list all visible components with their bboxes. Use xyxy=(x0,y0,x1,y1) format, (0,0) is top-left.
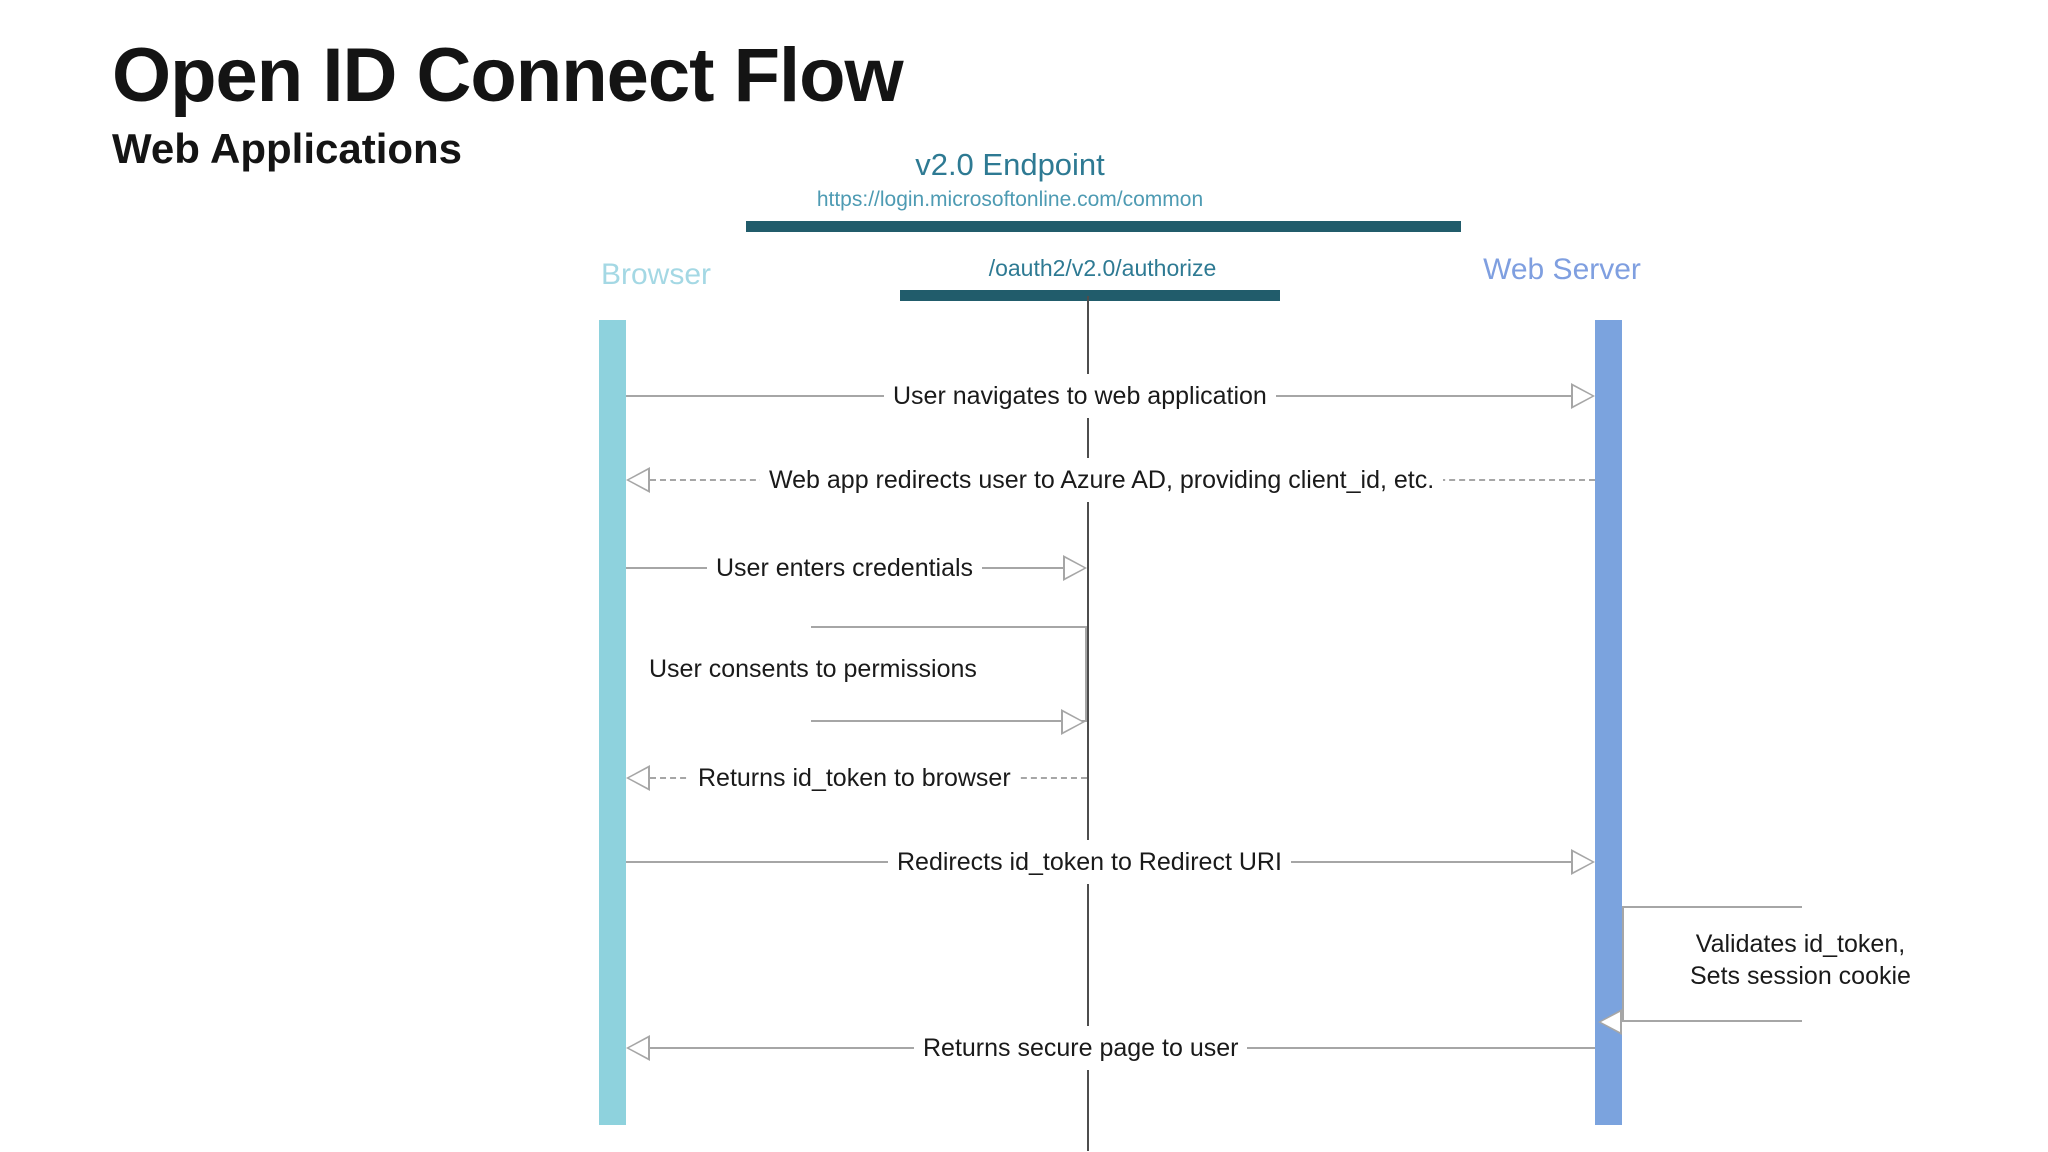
message-4-loop-frame xyxy=(811,626,1087,722)
endpoint-title: v2.0 Endpoint xyxy=(915,147,1105,182)
lane-label-webserver: Web Server xyxy=(1483,253,1641,286)
endpoint-bar-main xyxy=(746,221,1461,232)
arrowhead-right-fill-icon xyxy=(1573,852,1592,872)
page-subtitle: Web Applications xyxy=(112,125,463,172)
message-7-label: Validates id_token, Sets session cookie xyxy=(1682,928,1919,992)
lifeline-browser xyxy=(599,320,626,1125)
message-4-selfloop: User consents to permissions xyxy=(641,626,1087,735)
message-2: Web app redirects user to Azure AD, prov… xyxy=(626,458,1595,502)
arrowhead-right-fill-icon xyxy=(1065,558,1084,578)
message-1-label: User navigates to web application xyxy=(884,374,1276,418)
endpoint-header: v2.0 Endpoint https://login.microsoftonl… xyxy=(740,147,1280,212)
message-5: Returns id_token to browser xyxy=(626,756,1087,800)
arrowhead-left-fill-icon xyxy=(629,768,648,788)
message-7-loop-frame xyxy=(1622,906,1802,1022)
message-7-label-line1: Validates id_token, xyxy=(1695,930,1906,958)
message-6-label: Redirects id_token to Redirect URI xyxy=(888,840,1291,884)
message-1: User navigates to web application xyxy=(626,374,1595,418)
arrowhead-right-fill-icon xyxy=(1063,712,1082,732)
message-8-label: Returns secure page to user xyxy=(914,1026,1248,1070)
page-title: Open ID Connect Flow xyxy=(112,33,904,118)
authorize-path-label: /oauth2/v2.0/authorize xyxy=(988,255,1217,281)
arrowhead-left-fill-icon xyxy=(629,1038,648,1058)
message-8: Returns secure page to user xyxy=(626,1026,1595,1070)
message-4-label: User consents to permissions xyxy=(641,653,985,685)
title-block: Open ID Connect Flow Web Applications xyxy=(112,38,1212,170)
message-7-selfloop: Validates id_token, Sets session cookie xyxy=(1598,906,1919,1035)
endpoint-bar-authorize xyxy=(900,290,1280,301)
lifeline-webserver xyxy=(1595,320,1622,1125)
arrowhead-left-fill-icon xyxy=(629,470,648,490)
endpoint-url: https://login.microsoftonline.com/common xyxy=(816,188,1204,212)
message-3-label: User enters credentials xyxy=(707,546,983,590)
message-7-label-line2: Sets session cookie xyxy=(1690,962,1911,990)
message-5-label: Returns id_token to browser xyxy=(689,756,1020,800)
lifeline-endpoint xyxy=(1087,296,1089,1151)
lane-label-browser: Browser xyxy=(600,258,712,291)
message-3: User enters credentials xyxy=(626,546,1087,590)
message-6: Redirects id_token to Redirect URI xyxy=(626,840,1595,884)
message-2-label: Web app redirects user to Azure AD, prov… xyxy=(760,458,1444,502)
arrowhead-right-fill-icon xyxy=(1573,386,1592,406)
arrowhead-left-fill-icon xyxy=(1601,1012,1620,1032)
